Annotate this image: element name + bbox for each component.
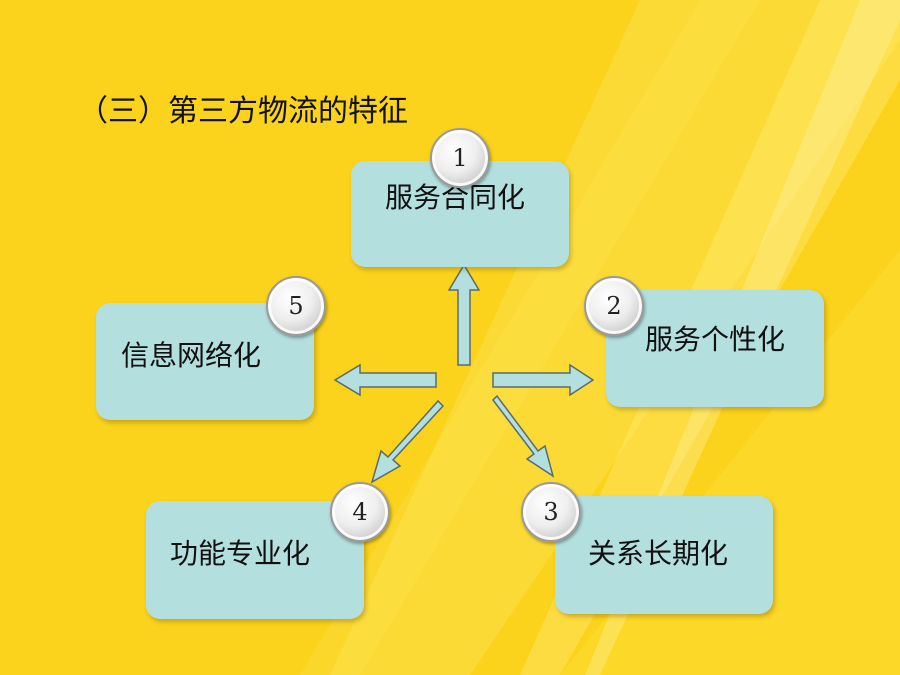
arrow-to-node-3 xyxy=(492,394,555,478)
arrow-to-node-5 xyxy=(333,363,437,397)
node-4-number: 4 xyxy=(352,498,368,526)
node-2-number: 2 xyxy=(606,292,622,320)
node-4-label: 功能专业化 xyxy=(170,537,311,570)
node-3-number: 3 xyxy=(543,498,559,526)
slide-title: （三）第三方物流的特征 xyxy=(78,94,408,129)
node-1-number: 1 xyxy=(452,144,468,172)
node-3-label: 关系长期化 xyxy=(588,537,729,570)
node-3-box xyxy=(555,496,773,614)
node-1-badge: 1 xyxy=(430,128,490,188)
node-4-box xyxy=(146,501,364,619)
node-2-label: 服务个性化 xyxy=(645,323,786,356)
arrow-to-node-1 xyxy=(447,263,481,366)
arrow-to-node-4 xyxy=(370,399,445,484)
node-4-badge: 4 xyxy=(330,482,390,542)
node-5-label: 信息网络化 xyxy=(121,339,262,372)
node-5-badge: 5 xyxy=(266,276,326,336)
node-5-number: 5 xyxy=(288,292,304,320)
arrow-to-node-2 xyxy=(492,363,595,397)
node-2-badge: 2 xyxy=(584,276,644,336)
node-3-badge: 3 xyxy=(521,482,581,542)
